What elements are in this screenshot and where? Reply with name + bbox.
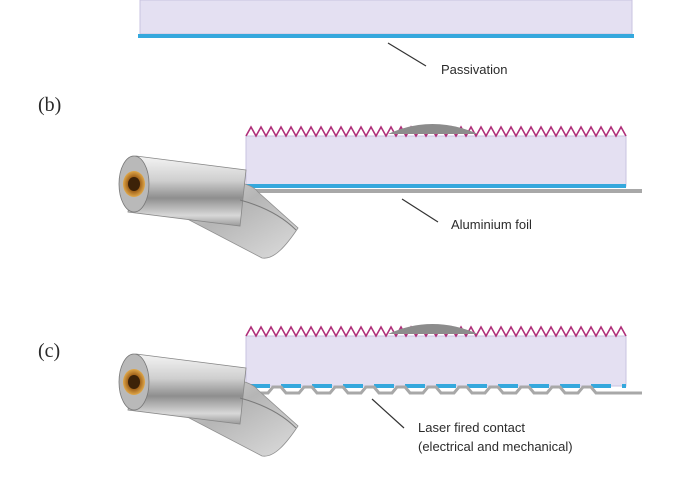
aluminium-foil-label: Aluminium foil <box>451 217 532 232</box>
aluminium-foil-roll-icon <box>118 353 299 457</box>
foil-leader-line-b <box>401 198 439 223</box>
aluminium-foil-sheet-b <box>246 189 642 193</box>
panel-b-structure <box>245 124 642 223</box>
panel-c-structure <box>245 324 642 429</box>
wafer-a <box>139 0 633 35</box>
front-texture-b <box>245 125 627 138</box>
laser-fired-contact-label: Laser fired contact (electrical and mech… <box>418 418 573 456</box>
aluminium-foil-roll-icon <box>118 155 299 259</box>
laser-fired-contact-line-1: Laser fired contact <box>418 420 525 435</box>
passivation-label: Passivation <box>441 62 508 77</box>
panel-a-structure <box>138 0 634 67</box>
wafer-c <box>245 335 627 387</box>
laser-fired-contact-line-2: (electrical and mechanical) <box>418 439 573 454</box>
front-texture-c <box>245 325 627 338</box>
panel-c-label: (c) <box>38 340 61 362</box>
passivation-layer-b <box>246 184 626 188</box>
passivation-leader-line <box>387 42 427 67</box>
front-contact-bump-b <box>388 124 478 134</box>
panel-b-label: (b) <box>38 94 62 116</box>
aluminium-foil-sheet-c <box>246 385 642 395</box>
wafer-b <box>245 135 627 187</box>
passivation-layer-a <box>138 34 634 38</box>
contact-leader-line-c <box>371 398 405 429</box>
front-contact-bump-c <box>388 324 478 334</box>
